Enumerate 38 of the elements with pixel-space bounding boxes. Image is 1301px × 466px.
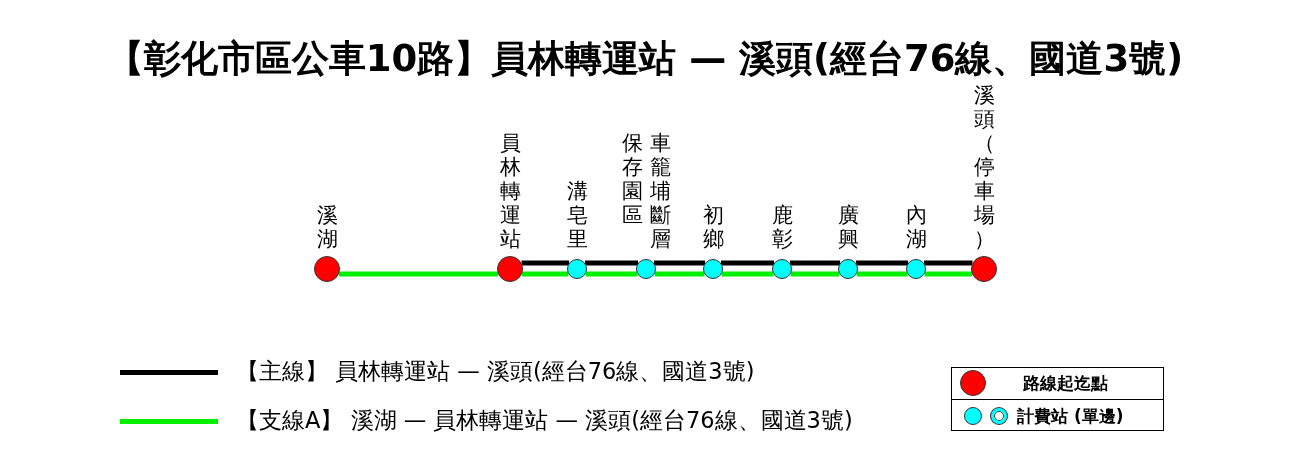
legend-text: 計費站 (單邊) — [1017, 405, 1124, 427]
station-name: 溝皂里 — [565, 179, 589, 251]
route-line — [721, 260, 774, 266]
station-marker — [906, 259, 926, 279]
route-line — [654, 271, 705, 277]
station-marker — [703, 259, 723, 279]
station-marker — [567, 259, 587, 279]
route-line — [654, 260, 705, 266]
legend-text: 路線起迄點 — [1022, 372, 1108, 394]
station-marker — [838, 259, 858, 279]
route-line — [585, 271, 638, 277]
route-line — [522, 271, 569, 277]
station-name: 車籠埔斷層保存園區 — [620, 131, 672, 251]
station-marker — [314, 256, 340, 282]
legend-text: 【主線】 員林轉運站 — 溪頭(經台76線、國道3號) — [236, 357, 755, 385]
title: 【彰化市區公車10路】員林轉運站 — 溪頭(經台76線、國道3號) — [106, 36, 1184, 82]
station-name: 溪湖 — [315, 203, 339, 251]
station-name: 廣興 — [836, 203, 860, 251]
route-line — [790, 271, 840, 277]
station-marker — [636, 259, 656, 279]
route-line — [790, 260, 840, 266]
station-name: 初鄉 — [701, 203, 725, 251]
route-line — [856, 260, 908, 266]
station-name: 鹿彰 — [770, 203, 794, 251]
station-marker — [772, 259, 792, 279]
station-name: 員林轉運站 — [498, 131, 522, 251]
station-marker — [971, 256, 997, 282]
route-line — [521, 260, 569, 266]
station-name: 溪頭（停車場） — [972, 83, 996, 251]
route-line — [585, 260, 638, 266]
legend-text: 【支線A】 溪湖 — 員林轉運站 — 溪頭(經台76線、國道3號) — [236, 406, 853, 434]
route-line — [924, 260, 973, 266]
route-line — [856, 271, 908, 277]
route-line — [721, 271, 774, 277]
station-name: 內湖 — [904, 203, 928, 251]
route-line — [924, 271, 972, 277]
route-line — [339, 271, 498, 277]
station-marker — [497, 256, 523, 282]
